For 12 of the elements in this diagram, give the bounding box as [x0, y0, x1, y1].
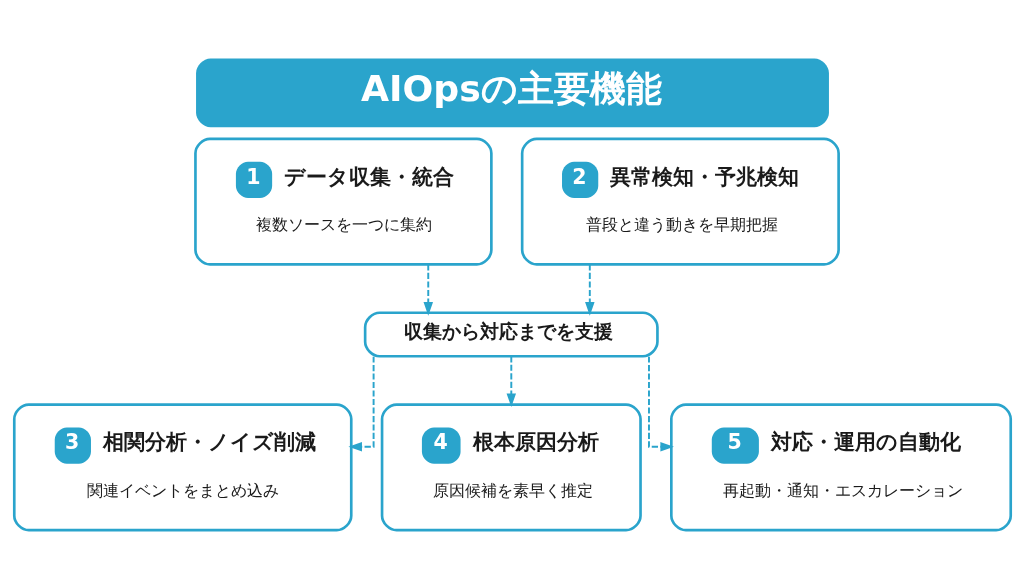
arrow [423, 263, 433, 316]
arrow [584, 263, 595, 316]
node-box: 4 根本原因分析 原因候補を素早く推定 [380, 403, 642, 532]
arrow [647, 355, 674, 452]
diagram-title: AIOpsの主要機能 [360, 66, 662, 110]
node-box: 1 データ収集・統合 複数ソースを一つに集約 [193, 137, 493, 266]
arrow [347, 355, 375, 452]
node-box: 収集から対応までを支援 [363, 311, 659, 358]
node-box: 3 相関分析・ノイズ削減 関連イベントをまとめ込み [12, 403, 353, 532]
node-box: 5 対応・運用の自動化 再起動・通知・エスカレーション [669, 403, 1012, 532]
arrow [506, 355, 516, 407]
node-box: 2 異常検知・予兆検知 普段と違う動きを早期把握 [520, 137, 840, 266]
